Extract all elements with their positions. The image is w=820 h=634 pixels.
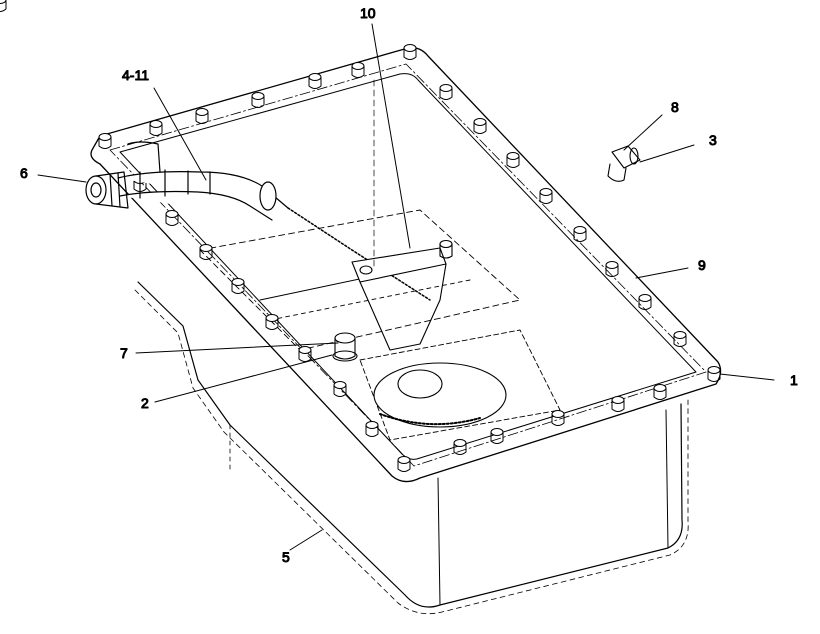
callout-4-11: 4-11 [122, 67, 149, 83]
callout-7: 7 [120, 345, 128, 361]
oil-pan-body [134, 281, 689, 615]
callout-labels: 1 2 3 4-11 5 6 7 8 9 10 [20, 5, 799, 566]
callout-1: 1 [790, 372, 798, 388]
suction-tube [117, 141, 431, 301]
flange-bolts [0, 0, 721, 472]
callout-2: 2 [141, 395, 149, 411]
fitting-plug [607, 145, 641, 182]
leader-lines [37, 23, 775, 551]
callout-3: 3 [709, 132, 717, 148]
callout-9: 9 [698, 257, 706, 273]
callout-5: 5 [282, 549, 290, 565]
callout-10: 10 [360, 5, 376, 21]
oil-strainer [373, 362, 507, 428]
elbow-fitting [85, 171, 129, 209]
support-bracket [351, 239, 453, 351]
drain-plug [332, 332, 358, 362]
callout-6: 6 [20, 165, 28, 181]
callout-8: 8 [671, 99, 679, 115]
